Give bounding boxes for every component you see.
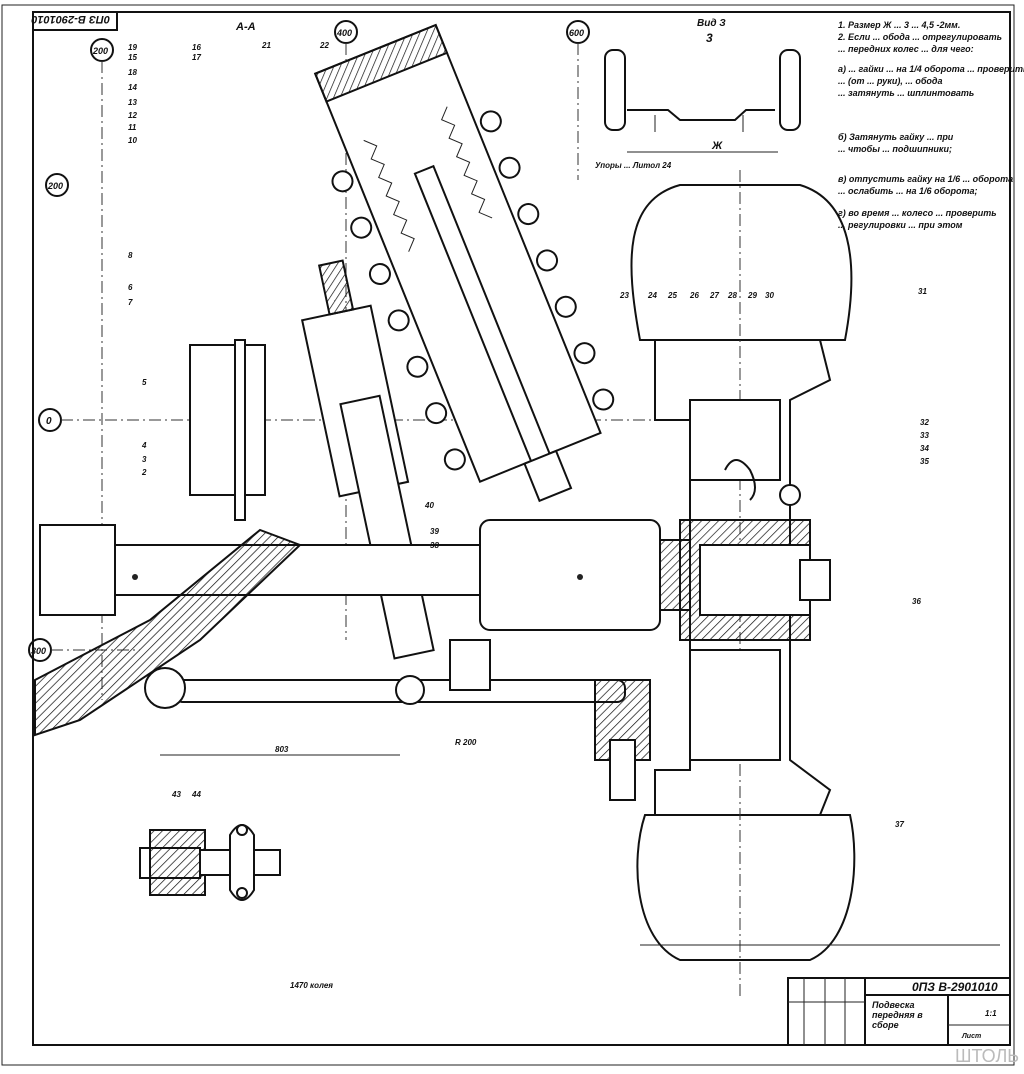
- part-number: 30: [765, 291, 774, 300]
- part-number: 8: [128, 251, 133, 260]
- note-line: а) ... гайки ... на 1/4 оборота ... пров…: [838, 64, 1024, 74]
- track-label: 1470 колея: [290, 981, 333, 990]
- part-number: 38: [430, 541, 439, 550]
- inner-frame: [32, 11, 1011, 1046]
- part-number: 3: [142, 455, 147, 464]
- drawing-title-box: Подвеска передняя в сборе: [872, 1000, 923, 1030]
- part-number: 25: [667, 291, 677, 300]
- part-number: 34: [920, 444, 929, 453]
- view-label: Вид З: [697, 18, 726, 29]
- part-number: 44: [191, 790, 201, 799]
- part-number: 39: [430, 527, 439, 536]
- ref-circle-label: 300: [31, 646, 46, 656]
- part-number: 23: [619, 291, 629, 300]
- part-number: 4: [141, 441, 147, 450]
- part-number: 22: [319, 41, 329, 50]
- part-number: 2: [141, 468, 147, 477]
- hub-brake-assembly: [679, 399, 831, 761]
- part-number: 12: [128, 111, 137, 120]
- note-line: 2. Если ... обода ... отрегулировать: [837, 32, 1002, 42]
- ref-circle-label: 0: [46, 416, 52, 427]
- stamp-number: 0ПЗ В-2901010: [31, 13, 110, 25]
- note-line: б) Затянуть гайку ... при: [838, 132, 954, 142]
- part-number-callouts: 19 15 16 17 18 14 13 12 11 10 8 6 7 5 4 …: [128, 41, 929, 829]
- ref-circle-label: 200: [92, 46, 108, 56]
- part-number: 13: [128, 98, 137, 107]
- technical-notes: 1. Размер Ж ... 3 ... 4,5 -2мм. 2. Если …: [837, 20, 1024, 230]
- part-number: 29: [747, 291, 757, 300]
- part-number: 33: [920, 431, 929, 440]
- toe-view-inset: Вид З 3 Ж Упоры ... Литол 24: [595, 18, 801, 170]
- part-number: 35: [920, 457, 929, 466]
- part-number: 28: [727, 291, 737, 300]
- part-number: 14: [128, 83, 137, 92]
- part-number: 43: [171, 790, 181, 799]
- part-number: 32: [920, 418, 929, 427]
- lower-control-arm: [34, 528, 651, 801]
- title-block: 0ПЗ В-2901010 Подвеска передняя в сборе …: [787, 977, 1019, 1066]
- part-number: 31: [918, 287, 927, 296]
- part-number: 16: [192, 43, 201, 52]
- note-line: в) отпустить гайку на 1/6 ... оборота: [838, 174, 1013, 184]
- outer-border: [1, 4, 1015, 1066]
- part-number: 15: [128, 53, 137, 62]
- callout-note: Упоры ... Литол 24: [595, 161, 672, 170]
- note-line: ... ослабить ... на 1/6 оборота;: [838, 186, 978, 196]
- note-line: 1. Размер Ж ... 3 ... 4,5 -2мм.: [838, 20, 960, 30]
- part-number: 6: [128, 283, 133, 292]
- note-line: ... передних колес ... для чего:: [838, 44, 974, 54]
- part-number: 19: [128, 43, 137, 52]
- view-number: 3: [706, 31, 713, 45]
- part-number: 5: [142, 378, 147, 387]
- bolt: [234, 339, 246, 521]
- note-line: г) во время ... колесо ... проверить: [838, 208, 997, 218]
- ref-circle-label: 600: [569, 28, 584, 38]
- part-number: 37: [895, 820, 904, 829]
- part-number: 18: [128, 68, 137, 77]
- drawing-title: Подвеска передняя в сборе: [872, 1000, 923, 1030]
- part-number: 36: [912, 597, 921, 606]
- part-number: 24: [647, 291, 657, 300]
- dimension-803: 803: [275, 745, 289, 754]
- part-number: 21: [261, 41, 271, 50]
- note-line: ... регулировки ... при этом: [838, 220, 963, 230]
- part-number: 11: [128, 123, 137, 132]
- ref-circle-label: 200: [47, 181, 63, 191]
- part-number: 27: [709, 291, 719, 300]
- watermark: ШТОЛЬ: [955, 1046, 1019, 1066]
- axle-housing: [39, 519, 691, 631]
- part-number: 17: [192, 53, 201, 62]
- toe-dimension-label: Ж: [711, 140, 723, 152]
- part-number: 40: [424, 501, 434, 510]
- note-line: ... чтобы ... подшипники;: [838, 144, 952, 154]
- note-line: ... (от ... руки), ... обода: [838, 76, 942, 86]
- dimension-radius: R 200: [455, 738, 477, 747]
- section-label: А-А: [235, 21, 256, 33]
- coil-spring: [331, 110, 615, 471]
- strut-assembly: [313, 23, 615, 503]
- stamp-box: 0ПЗ В-2901010: [31, 11, 118, 31]
- part-number: 7: [128, 298, 133, 307]
- ball-joint-detail: [139, 824, 281, 901]
- document-number: 0ПЗ В-2901010: [912, 980, 998, 994]
- note-line: ... затянуть ... шплинтовать: [838, 88, 974, 98]
- sheet-label: Лист: [961, 1033, 981, 1040]
- rubber-buffer: [189, 344, 266, 496]
- ref-circle-label: 400: [336, 28, 352, 38]
- part-number: 10: [128, 136, 137, 145]
- part-number: 26: [689, 291, 699, 300]
- scale: 1:1: [985, 1009, 997, 1018]
